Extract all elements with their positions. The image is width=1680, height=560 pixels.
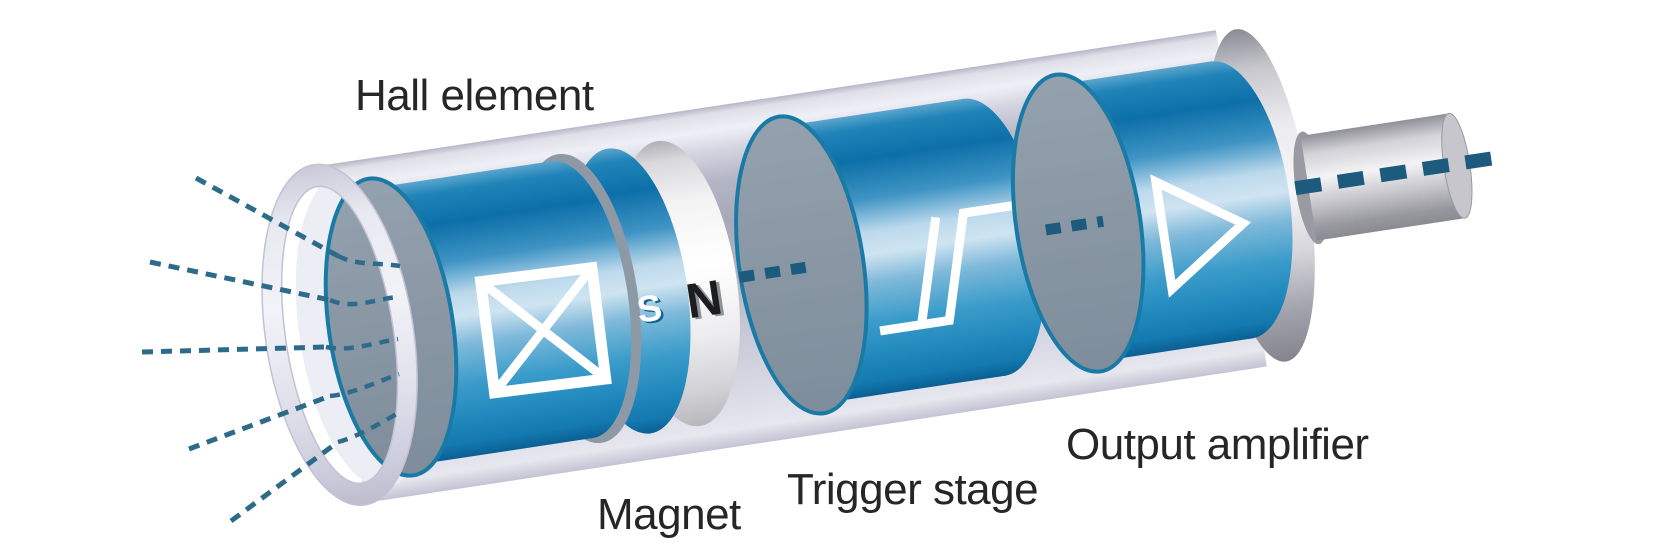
sensor-assembly: S S N N: [261, 29, 1502, 506]
field-lines-on-face: [325, 253, 404, 445]
face-field-line-4: [329, 371, 400, 399]
face-field-line-2: [329, 294, 397, 307]
hysteresis-icon: [879, 199, 1028, 336]
field-line-1: [194, 175, 340, 259]
trigger-stage-label: Trigger stage: [787, 465, 1038, 514]
crossed-square-icon: [474, 261, 612, 399]
magnet-north-label: N: [683, 271, 726, 330]
face-field-line-3: [325, 336, 399, 351]
field-line-4: [188, 393, 331, 452]
field-line-3: [141, 344, 327, 355]
magnet-north-label-shadow: N: [686, 272, 729, 331]
signal-line-magnet-trigger: [738, 261, 808, 283]
signal-line-trigger-amplifier: [1045, 215, 1105, 236]
housing-front-ring: [261, 163, 418, 506]
hall-element-label: Hall element: [355, 71, 594, 120]
amplifier-triangle-icon: [1150, 174, 1252, 298]
magnet-label: Magnet: [597, 490, 741, 539]
magnetic-field-lines: [141, 175, 340, 524]
field-line-2: [149, 259, 331, 303]
magnet-south-label-shadow: S: [637, 288, 668, 332]
face-field-line-5: [337, 409, 404, 445]
hall-cylinder-face: [323, 176, 459, 478]
output-amplifier-label: Output amplifier: [1066, 420, 1369, 469]
face-field-line-1: [336, 253, 401, 269]
field-line-5: [229, 439, 340, 524]
magnet-south-label: S: [634, 287, 665, 331]
